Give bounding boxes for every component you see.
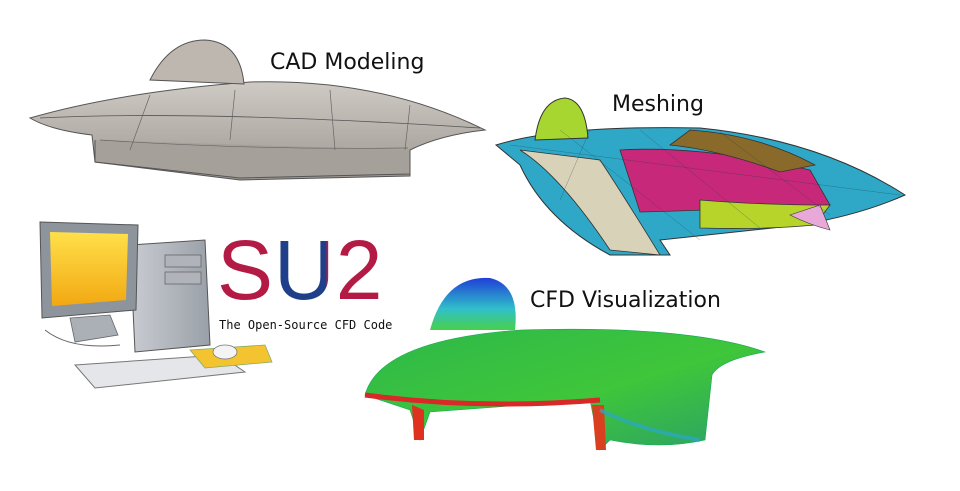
cfd-car-model bbox=[364, 277, 767, 451]
meshing-label: Meshing bbox=[612, 92, 704, 117]
meshed-car-model bbox=[494, 97, 907, 256]
su2-tagline: The Open-Source CFD Code bbox=[219, 318, 393, 332]
monitor-icon bbox=[39, 221, 139, 343]
desktop-computer-icon bbox=[39, 221, 273, 389]
cfd-visualization-label: CFD Visualization bbox=[530, 288, 721, 313]
cad-modeling-label: CAD Modeling bbox=[270, 50, 425, 75]
mouse-icon bbox=[212, 344, 238, 360]
su2-logo-text: SU2 bbox=[217, 223, 384, 317]
cad-car-model bbox=[28, 39, 487, 181]
su2-logo: SU2 bbox=[217, 228, 383, 312]
